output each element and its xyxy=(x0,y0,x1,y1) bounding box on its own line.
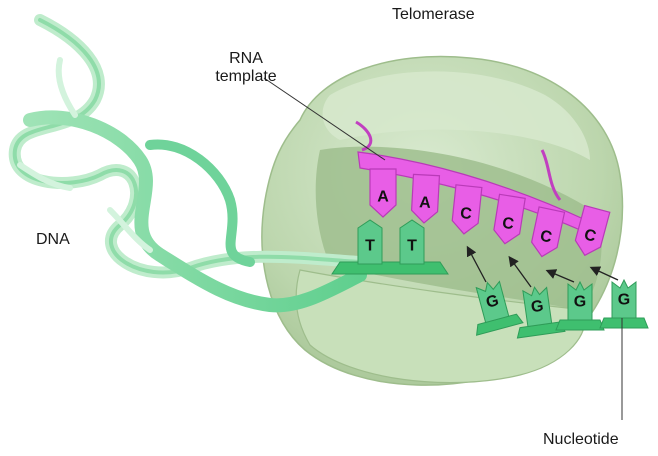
nucleotide: G xyxy=(599,278,649,329)
rna-base-group: A A C C C C xyxy=(369,168,611,258)
rna-base-shape xyxy=(574,204,611,257)
rna-base: C xyxy=(493,193,526,245)
rna-template-label-line1: RNA xyxy=(229,50,263,67)
dna-base-letter: T xyxy=(365,238,375,255)
rna-base-shape xyxy=(530,206,566,258)
nucleotide: G xyxy=(555,280,605,331)
dna-helix xyxy=(8,14,367,313)
telomerase-label: Telomerase xyxy=(392,6,475,23)
rna-base-letter: C xyxy=(501,215,516,234)
nucleotide-letter: G xyxy=(484,292,500,312)
nucleotide-shape xyxy=(611,278,637,319)
nucleotide-letter: G xyxy=(618,292,630,309)
nucleotide-arrow xyxy=(508,255,532,288)
rna-base: C xyxy=(574,204,611,257)
nucleotide: G xyxy=(516,286,566,339)
rna-base: A xyxy=(369,168,397,218)
rna-base: C xyxy=(451,184,483,235)
nucleotide-phosphate xyxy=(599,317,649,329)
dna-base-letter: T xyxy=(407,238,417,255)
nucleotide-arrow xyxy=(466,245,487,283)
dna-base: T xyxy=(357,219,383,265)
rna-base-shape xyxy=(451,184,483,235)
rna-base-letter: A xyxy=(377,189,389,206)
nucleotide-letter: G xyxy=(530,298,545,317)
rna-base-shape xyxy=(369,168,397,218)
dna-base-shape xyxy=(399,219,425,265)
leader-lines xyxy=(263,77,623,420)
nucleotide-shape xyxy=(475,280,510,324)
nucleotide-arrow xyxy=(545,269,575,283)
nucleotide-arrow xyxy=(589,266,619,281)
dna-label: DNA xyxy=(36,231,70,248)
nucleotide-shape xyxy=(567,280,593,321)
rna-base-letter: C xyxy=(582,226,598,246)
rna-base-letter: C xyxy=(539,227,554,246)
dna-backbone xyxy=(331,261,449,275)
nucleotide-label: Nucleotide xyxy=(543,431,619,448)
rna-base-shape xyxy=(410,173,441,224)
rna-base: C xyxy=(530,206,566,258)
dna-base-shape xyxy=(357,219,383,265)
rna-base-shape xyxy=(493,193,526,245)
nucleotide: G xyxy=(475,280,524,336)
nucleotide-phosphate xyxy=(555,319,605,331)
nucleotide-letter: G xyxy=(574,294,586,311)
rna-base-letter: C xyxy=(459,205,473,223)
rna-base: A xyxy=(410,173,441,224)
nucleotide-shape xyxy=(522,286,553,328)
rna-base-letter: A xyxy=(419,194,432,212)
rna-template-label-line2: template xyxy=(215,68,277,86)
rna-template-label: RNA template xyxy=(206,50,286,87)
dna-base: T xyxy=(399,219,425,265)
